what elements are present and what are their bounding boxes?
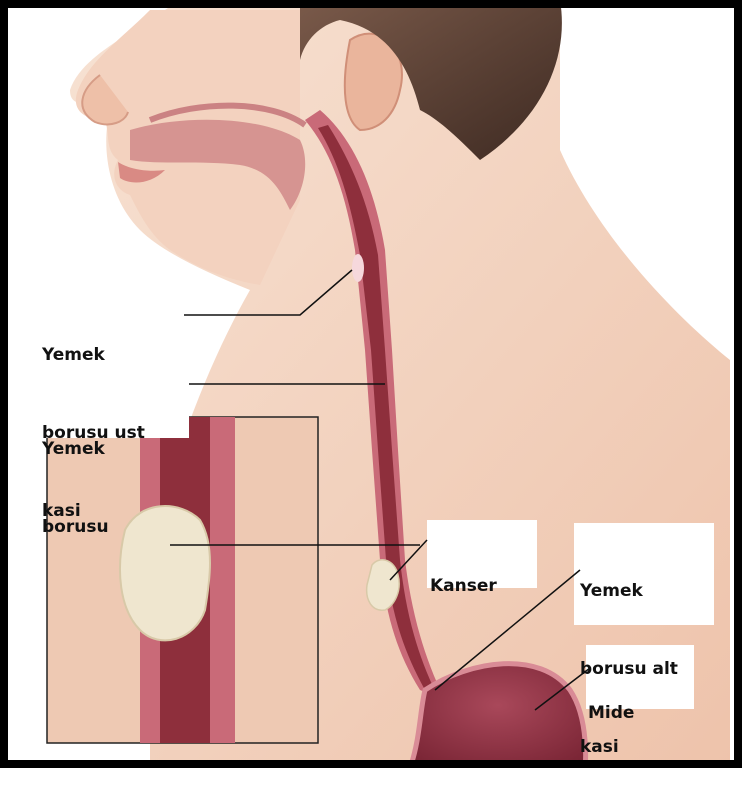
label-upper-sphincter-line1: Yemek	[42, 342, 145, 368]
label-esophagus-line1: Yemek	[42, 436, 109, 462]
label-esophagus-line2: borusu	[42, 514, 109, 540]
label-stomach-text: Mide	[588, 700, 634, 726]
label-cancer-text: Kanser	[430, 573, 497, 599]
label-lower-sphincter-line1: Yemek	[580, 578, 678, 604]
anatomy-illustration: Yemek borusu ust kasi Yemek borusu Kanse…	[0, 0, 742, 768]
label-cancer: Kanser	[430, 521, 497, 625]
inset-wall-right	[210, 417, 235, 743]
label-stomach: Mide	[588, 648, 634, 752]
upper-sphincter-mark	[352, 254, 364, 282]
label-esophagus: Yemek borusu	[42, 384, 109, 566]
